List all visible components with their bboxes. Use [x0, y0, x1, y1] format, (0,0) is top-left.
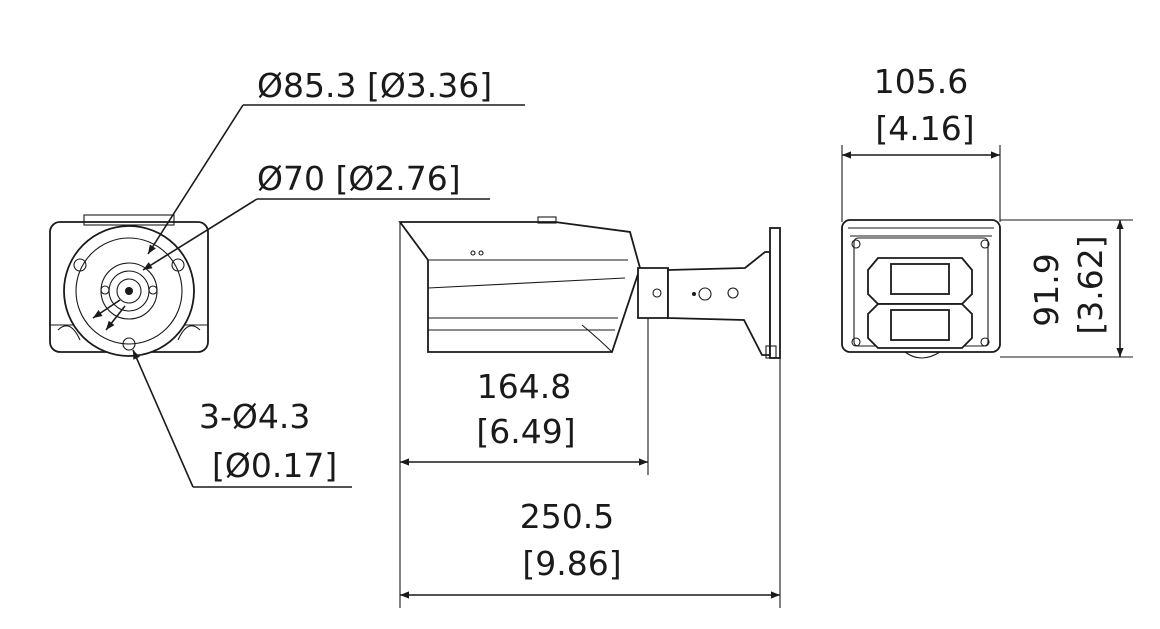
holes-in-label: [Ø0.17] [212, 446, 337, 485]
rear-view-dims [841, 145, 1133, 358]
total-length-in-label: [9.86] [522, 544, 621, 583]
front-view [49, 214, 209, 357]
housing-length-mm-label: 164.8 [477, 367, 571, 406]
inner-diameter-label: Ø70 [Ø2.76] [257, 159, 461, 198]
side-view [398, 216, 781, 359]
side-view-dims [399, 222, 781, 608]
height-mm-label: 91.9 [1027, 253, 1066, 326]
rear-view [841, 219, 1001, 359]
housing-length-in-label: [6.49] [476, 412, 575, 451]
width-mm-label: 105.6 [874, 62, 968, 101]
front-view-leaders [92, 104, 525, 488]
outer-diameter-label: Ø85.3 [Ø3.36] [257, 66, 492, 105]
height-in-label: [3.62] [1071, 235, 1110, 334]
width-in-label: [4.16] [875, 109, 974, 148]
total-length-mm-label: 250.5 [520, 497, 614, 536]
holes-mm-label: 3-Ø4.3 [199, 397, 310, 436]
